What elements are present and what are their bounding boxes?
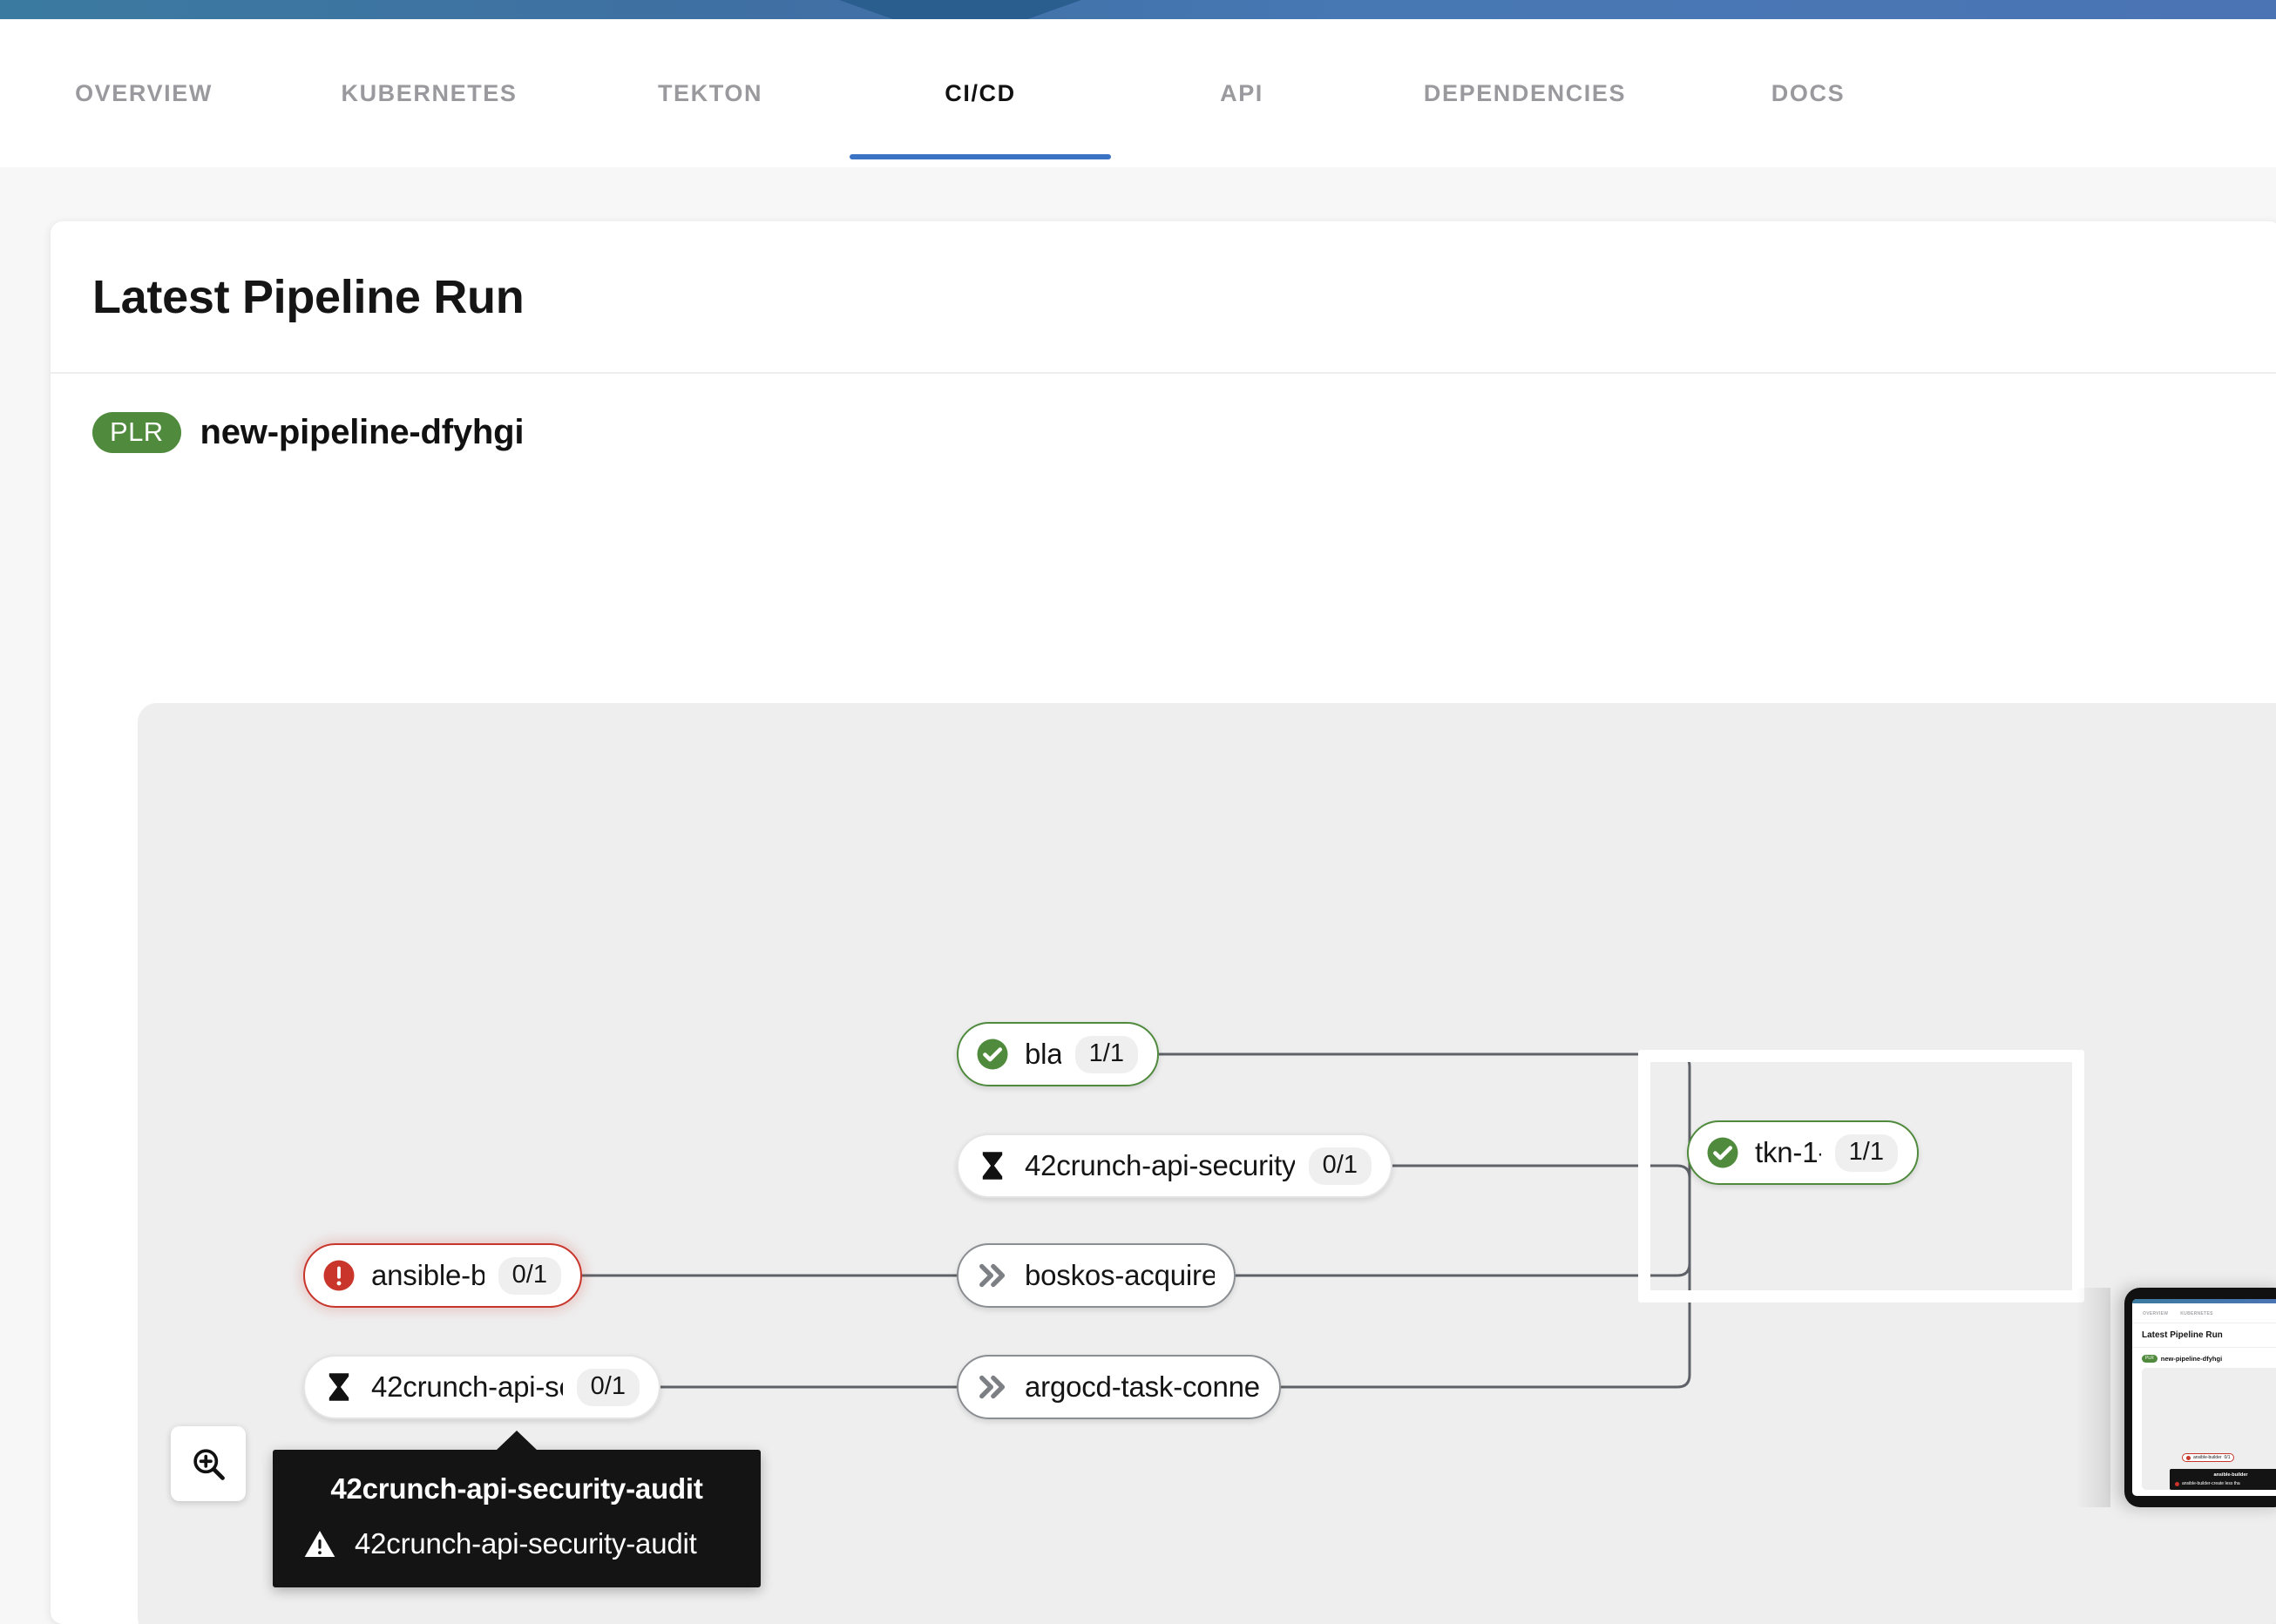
accent-wedge bbox=[830, 0, 1091, 19]
task-node-label: 42crunch-api-security-audit-fah bbox=[1025, 1149, 1295, 1181]
tab-tekton[interactable]: TEKTON bbox=[571, 64, 850, 107]
tab-label: OVERVIEW bbox=[75, 80, 213, 106]
pip-tab-kubernetes: KUBERNETES bbox=[2180, 1311, 2213, 1316]
page-body: Latest Pipeline Run PLR new-pipeline-dfy… bbox=[0, 167, 2276, 1624]
task-node-label: argocd-task-connect-repo bbox=[1025, 1370, 1260, 1403]
tab-docs[interactable]: DOCS bbox=[1677, 64, 1939, 107]
tooltip-arrow bbox=[496, 1431, 538, 1451]
pip-run-name: new-pipeline-dfyhgi bbox=[2160, 1355, 2223, 1363]
pipeline-task-node-tkn-1-9-0[interactable]: tkn-1-9-0 1/1 bbox=[1687, 1120, 1919, 1185]
task-node-step-count: 1/1 bbox=[1074, 1035, 1138, 1073]
tab-active-underline bbox=[288, 154, 571, 159]
task-node-step-count: 1/1 bbox=[1834, 1133, 1898, 1172]
tab-active-underline bbox=[0, 154, 288, 159]
pip-tab-list: OVERVIEW KUBERNETES bbox=[2132, 1303, 2276, 1323]
tab-label: DOCS bbox=[1771, 80, 1846, 106]
tab-overview[interactable]: OVERVIEW bbox=[0, 64, 288, 107]
pip-plr-badge: PLR bbox=[2142, 1355, 2157, 1363]
task-node-label: tkn-1-9-0 bbox=[1755, 1136, 1821, 1168]
pip-node-ansible-builder: ansible-builder 0/1 bbox=[2182, 1453, 2235, 1462]
tab-kubernetes[interactable]: KUBERNETES bbox=[288, 64, 571, 107]
pip-graph-canvas: ansible-builder 0/1 ansible-builder ansi… bbox=[2142, 1368, 2276, 1490]
pipeline-task-node-argocd-task-connect-repo[interactable]: argocd-task-connect-repo bbox=[957, 1355, 1281, 1419]
pipeline-run-row: PLR new-pipeline-dfyhgi bbox=[51, 374, 2276, 453]
latest-pipeline-run-card: Latest Pipeline Run PLR new-pipeline-dfy… bbox=[51, 221, 2276, 1624]
tab-label: TEKTON bbox=[657, 80, 763, 106]
pip-tab-overview: OVERVIEW bbox=[2143, 1311, 2169, 1316]
task-node-label: 42crunch-api-security-audit bbox=[371, 1370, 563, 1403]
task-node-step-count: 0/1 bbox=[1308, 1147, 1372, 1185]
pip-divider bbox=[2132, 1347, 2276, 1348]
tab-bar: OVERVIEW KUBERNETES TEKTON CI/CD API DEPENDEN… bbox=[0, 19, 2276, 167]
pipeline-run-name[interactable]: new-pipeline-dfyhgi bbox=[200, 413, 525, 451]
pip-node-label: ansible-builder bbox=[2193, 1455, 2222, 1460]
app-accent-bar bbox=[0, 0, 2276, 19]
pip-tooltip-title: ansible-builder bbox=[2213, 1472, 2248, 1478]
page-title: Latest Pipeline Run bbox=[92, 270, 525, 323]
pip-page-title: Latest Pipeline Run bbox=[2142, 1330, 2223, 1340]
pipeline-graph-canvas[interactable]: 42crunch-api-security-audit 42crunch-api… bbox=[138, 703, 2276, 1624]
task-node-step-count: 0/1 bbox=[498, 1256, 561, 1295]
pipeline-task-node-ansible-builder[interactable]: ansible-builder 0/1 bbox=[303, 1243, 582, 1308]
tab-list: OVERVIEW KUBERNETES TEKTON CI/CD API DEPENDEN… bbox=[0, 64, 1939, 159]
check-circle-icon bbox=[977, 1039, 1008, 1070]
pipeline-task-node-42crunch-api-security-audit-fah[interactable]: 42crunch-api-security-audit-fah 0/1 bbox=[957, 1133, 1392, 1198]
tab-api[interactable]: API bbox=[1111, 64, 1372, 107]
tab-label: API bbox=[1220, 80, 1263, 106]
double-chevron-icon bbox=[979, 1375, 1006, 1399]
tab-dependencies[interactable]: DEPENDENCIES bbox=[1372, 64, 1677, 107]
pip-accent-bar bbox=[2132, 1299, 2276, 1303]
pip-tooltip-message: ansible-builder-create less tha bbox=[2182, 1481, 2240, 1486]
pipeline-task-node-42crunch-api-security-audit[interactable]: 42crunch-api-security-audit 0/1 bbox=[303, 1355, 660, 1419]
error-icon bbox=[2186, 1455, 2191, 1460]
tooltip-title: 42crunch-api-security-audit bbox=[330, 1472, 703, 1505]
card-header: Latest Pipeline Run bbox=[51, 221, 2276, 374]
hourglass-icon bbox=[982, 1152, 1003, 1180]
picture-in-picture-thumbnail[interactable]: OVERVIEW KUBERNETES Latest Pipeline Run … bbox=[2124, 1288, 2276, 1507]
task-node-label: ansible-builder bbox=[371, 1259, 484, 1291]
edge-argocd-to-tkn bbox=[1281, 1153, 1691, 1389]
node-tooltip: 42crunch-api-security-audit 42crunch-api… bbox=[273, 1431, 761, 1587]
error-icon bbox=[323, 1260, 355, 1291]
tab-ci-cd[interactable]: CI/CD bbox=[850, 64, 1111, 159]
pipeline-task-node-black[interactable]: black 1/1 bbox=[957, 1022, 1159, 1086]
node-selection-frame bbox=[1638, 1050, 2084, 1303]
pip-run-row: PLR new-pipeline-dfyhgi bbox=[2142, 1355, 2276, 1363]
tab-active-underline bbox=[850, 154, 1111, 159]
tab-active-underline bbox=[1372, 154, 1677, 159]
tooltip-message-row: 42crunch-api-security-audit bbox=[302, 1526, 731, 1561]
pip-tooltip: ansible-builder ansible-builder-create l… bbox=[2170, 1469, 2276, 1490]
tab-label: KUBERNETES bbox=[341, 80, 518, 106]
tab-label: DEPENDENCIES bbox=[1423, 80, 1627, 106]
tab-active-underline bbox=[571, 154, 850, 159]
plr-badge: PLR bbox=[92, 412, 181, 453]
pip-body: Latest Pipeline Run PLR new-pipeline-dfy… bbox=[2132, 1323, 2276, 1490]
tab-active-underline bbox=[1677, 154, 1939, 159]
pipeline-task-node-boskos-acquire[interactable]: boskos-acquire bbox=[957, 1243, 1236, 1308]
task-node-label: black bbox=[1025, 1038, 1061, 1070]
task-node-step-count: 0/1 bbox=[576, 1368, 640, 1406]
tooltip-message: 42crunch-api-security-audit bbox=[355, 1527, 697, 1560]
zoom-in-icon bbox=[193, 1449, 225, 1480]
double-chevron-icon bbox=[979, 1263, 1006, 1288]
pip-node-count: 0/1 bbox=[2224, 1455, 2231, 1460]
warning-triangle-icon bbox=[2175, 1481, 2179, 1486]
warning-triangle-icon bbox=[304, 1531, 335, 1557]
check-circle-icon bbox=[1707, 1137, 1738, 1168]
pip-tooltip-message-row: ansible-builder-create less tha bbox=[2175, 1481, 2276, 1486]
pip-screen: OVERVIEW KUBERNETES Latest Pipeline Run … bbox=[2132, 1299, 2276, 1496]
tab-active-underline bbox=[1111, 154, 1372, 159]
zoom-in-button[interactable] bbox=[171, 1426, 246, 1501]
task-node-label: boskos-acquire bbox=[1025, 1259, 1215, 1291]
pip-edge-shadow bbox=[2076, 1288, 2110, 1507]
hourglass-icon bbox=[329, 1373, 349, 1401]
tab-label: CI/CD bbox=[945, 80, 1016, 106]
